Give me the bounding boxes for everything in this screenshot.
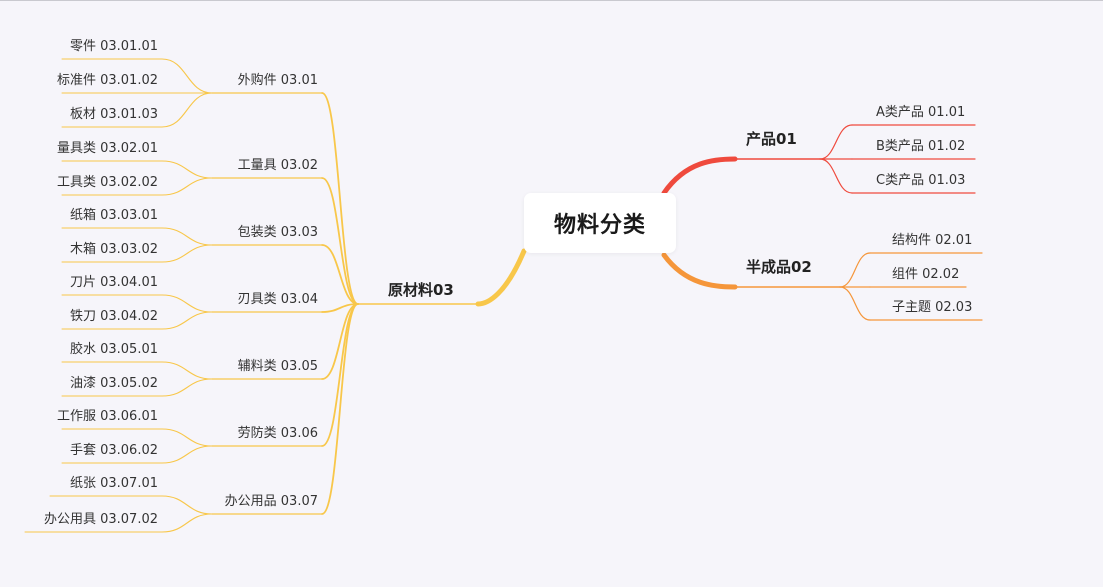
leaf-semi-1[interactable]: 组件 02.02 [892, 267, 960, 282]
subtopic-2[interactable]: 包装类 03.03 [237, 225, 318, 240]
leaf-2-1[interactable]: 木箱 03.03.02 [69, 242, 158, 257]
connector-semi-leaf [839, 286, 871, 321]
connector-sub-leaf [161, 361, 213, 380]
leaf-0-0[interactable]: 零件 03.01.01 [69, 39, 158, 54]
connector-root-product [661, 156, 738, 196]
connector-product-leaf [819, 124, 853, 160]
leaf-5-1[interactable]: 手套 03.06.02 [69, 443, 158, 458]
connector-raw-sub [321, 303, 359, 515]
connector-sub-leaf [161, 513, 213, 533]
connector-raw-sub [321, 303, 359, 313]
topic-semi-finished[interactable]: 半成品02 [746, 258, 812, 276]
connector-sub-leaf [161, 445, 213, 464]
connector-product-leaf [819, 158, 853, 194]
connector-sub-leaf [161, 177, 213, 196]
connector-sub-leaf [161, 244, 213, 263]
leaf-product-2[interactable]: C类产品 01.03 [876, 173, 966, 188]
connector-raw-sub [321, 92, 359, 305]
leaf-product-0[interactable]: A类产品 01.01 [876, 105, 966, 120]
connector-sub-leaf [161, 428, 213, 447]
leaf-product-1[interactable]: B类产品 01.02 [876, 139, 966, 154]
leaf-4-1[interactable]: 油漆 03.05.02 [69, 376, 158, 391]
leaf-6-1[interactable]: 办公用具 03.07.02 [43, 512, 158, 527]
leaf-semi-0[interactable]: 结构件 02.01 [892, 233, 973, 248]
connector-root-raw [475, 248, 527, 307]
subtopic-6[interactable]: 办公用品 03.07 [224, 494, 318, 509]
topic-product[interactable]: 产品01 [746, 130, 797, 148]
connector-sub-leaf [161, 92, 213, 128]
leaf-semi-2[interactable]: 子主题 02.03 [892, 300, 973, 315]
leaf-5-0[interactable]: 工作服 03.06.01 [56, 409, 158, 424]
connector-raw-sub [321, 177, 359, 305]
subtopic-5[interactable]: 劳防类 03.06 [237, 426, 318, 441]
leaf-1-0[interactable]: 量具类 03.02.01 [56, 141, 158, 156]
connector-sub-leaf [161, 311, 213, 330]
subtopic-0[interactable]: 外购件 03.01 [237, 73, 318, 88]
connector-raw-sub [321, 303, 359, 380]
connector-sub-leaf [161, 378, 213, 397]
connector-root-semi [661, 252, 738, 290]
leaf-0-2[interactable]: 板材 03.01.03 [69, 107, 158, 122]
leaf-1-1[interactable]: 工具类 03.02.02 [56, 175, 158, 190]
leaf-3-0[interactable]: 刀片 03.04.01 [69, 275, 158, 290]
leaf-0-1[interactable]: 标准件 03.01.02 [56, 73, 158, 88]
subtopic-1[interactable]: 工量具 03.02 [237, 158, 318, 173]
connector-sub-leaf [161, 227, 213, 246]
connector-sub-leaf [161, 58, 213, 94]
leaf-4-0[interactable]: 胶水 03.05.01 [69, 342, 158, 357]
connector-raw-sub [321, 244, 359, 305]
topic-raw-materials[interactable]: 原材料03 [388, 281, 454, 299]
connector-sub-leaf [161, 495, 213, 515]
connector-semi-leaf [839, 252, 871, 288]
root-topic[interactable]: 物料分类 [524, 193, 676, 253]
leaf-6-0[interactable]: 纸张 03.07.01 [69, 476, 158, 491]
connector-sub-leaf [161, 160, 213, 179]
subtopic-3[interactable]: 刃具类 03.04 [237, 292, 318, 307]
leaf-2-0[interactable]: 纸箱 03.03.01 [69, 208, 158, 223]
connector-sub-leaf [161, 294, 213, 313]
leaf-3-1[interactable]: 铁刀 03.04.02 [69, 309, 158, 324]
subtopic-4[interactable]: 辅料类 03.05 [237, 359, 318, 374]
